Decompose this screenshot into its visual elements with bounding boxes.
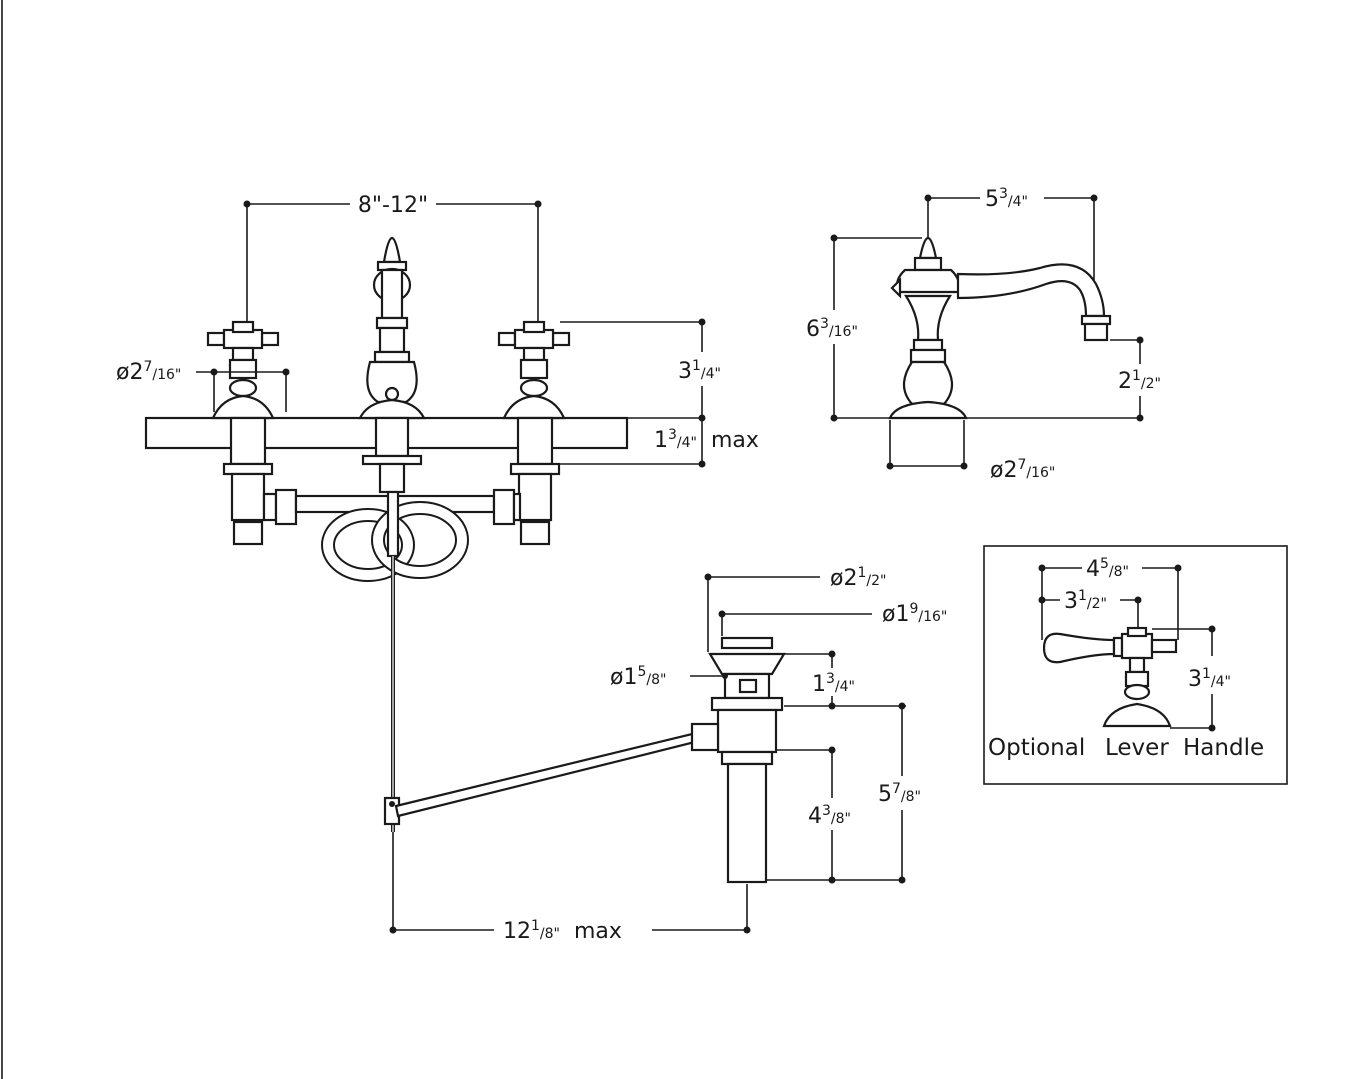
side-dimensions: 53/4" 63/16" 21/2" ø27/16" <box>806 186 1161 483</box>
inset-caption-lever: Lever <box>1105 735 1169 761</box>
spout-height-label: 21/2" <box>1118 368 1161 394</box>
inset-frame <box>983 545 1288 785</box>
handle-diameter-label: ø27/16" <box>116 359 181 385</box>
lever-handle-inset: 45/8" 31/2" 31/4" Optional Lever Handle <box>983 545 1288 785</box>
lever-handle <box>1042 626 1178 728</box>
reach-label: 53/4" <box>985 186 1028 212</box>
right-cross-handle <box>497 320 571 420</box>
rod-length-label: 121/8"max <box>503 918 622 944</box>
rod-to-bottom-label: 43/8" <box>808 803 851 829</box>
drain-stopper-cap <box>720 636 774 650</box>
flange-to-rod-label: 13/4" <box>812 671 855 697</box>
pivot-nut <box>690 722 720 752</box>
center-shank <box>361 416 423 494</box>
side-spout <box>956 263 1106 318</box>
front-dimensions: 8"-12" ø27/16" 31/4" 13/4"max 121/8"max <box>116 193 759 944</box>
left-cross-handle <box>206 320 280 420</box>
drain-dimensions: ø21/2" ø19/16" ø15/8" 13/4" 43/8" 57/8" <box>610 565 947 884</box>
flange-diameter-label: ø21/2" <box>830 565 886 591</box>
body-diameter-label: ø15/8" <box>610 664 666 690</box>
lever-height-label: 31/4" <box>1188 666 1231 692</box>
total-length-label: 57/8" <box>878 781 921 807</box>
deck-thickness-label: 13/4"max <box>654 427 759 453</box>
side-finial <box>918 236 938 260</box>
inset-caption-handle: Handle <box>1183 735 1264 761</box>
side-view <box>888 236 1112 420</box>
right-valve-body <box>509 416 561 546</box>
spread-label: 8"-12" <box>358 193 428 218</box>
center-spout <box>358 236 426 420</box>
pivot-rod <box>394 732 697 818</box>
lever-reach-label: 31/2" <box>1064 588 1107 614</box>
side-height-label: 63/16" <box>806 316 858 342</box>
base-diameter-label: ø27/16" <box>990 457 1055 483</box>
front-view <box>144 236 697 832</box>
inset-caption-optional: Optional <box>988 735 1085 761</box>
cap-diameter-label: ø19/16" <box>882 601 947 627</box>
pop-up-drain <box>690 636 786 884</box>
lift-rod <box>383 556 401 832</box>
lever-overall-label: 45/8" <box>1086 556 1129 582</box>
handle-height-label: 31/4" <box>678 358 721 384</box>
tailpiece <box>726 762 768 884</box>
left-valve-body <box>222 416 274 546</box>
